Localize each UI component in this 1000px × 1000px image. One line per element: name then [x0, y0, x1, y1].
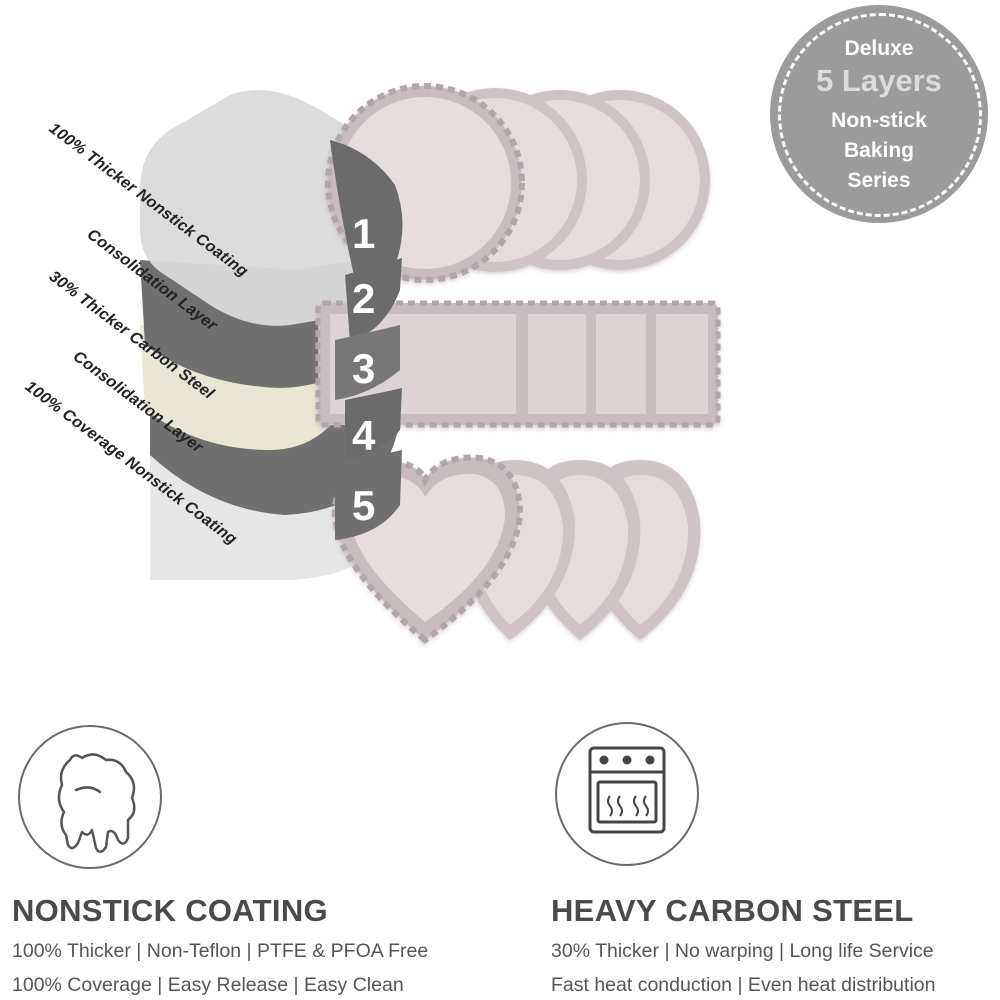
layer-numbers: 1 2 3 4 5	[352, 210, 376, 529]
rectangular-tart-pans	[315, 300, 721, 428]
nonstick-feature-icon-circle	[18, 725, 162, 869]
round-tart-pans	[325, 83, 710, 283]
layer-number-1: 1	[352, 210, 375, 257]
layer-number-3: 3	[352, 345, 375, 392]
badge-line-1: Deluxe	[844, 37, 914, 60]
carbon-steel-feature-title: HEAVY CARBON STEEL	[551, 893, 914, 928]
carbon-steel-feature-icon-circle	[555, 722, 699, 866]
layer-wraps	[330, 140, 403, 540]
layer-number-2: 2	[352, 275, 375, 322]
layer-number-4: 4	[352, 412, 376, 459]
badge-dashed-ring	[778, 13, 982, 217]
deluxe-5-layers-badge: Deluxe 5 Layers Non-stick Baking Series	[770, 5, 988, 223]
nonstick-feature-line-1: 100% Thicker | Non-Teflon | PTFE & PFOA …	[12, 940, 429, 962]
carbon-steel-feature-line-1: 30% Thicker | No warping | Long life Ser…	[551, 940, 934, 962]
badge-line-5: Series	[847, 169, 911, 192]
layer-number-5: 5	[352, 482, 375, 529]
nonstick-feature-line-2: 100% Coverage | Easy Release | Easy Clea…	[12, 974, 404, 996]
badge-line-3: Non-stick	[831, 109, 927, 132]
carbon-steel-feature-line-2: Fast heat conduction | Even heat distrib…	[551, 974, 936, 996]
badge-line-2: 5 Layers	[816, 63, 942, 98]
badge-line-4: Baking	[843, 139, 914, 162]
nonstick-feature-title: NONSTICK COATING	[12, 893, 328, 928]
